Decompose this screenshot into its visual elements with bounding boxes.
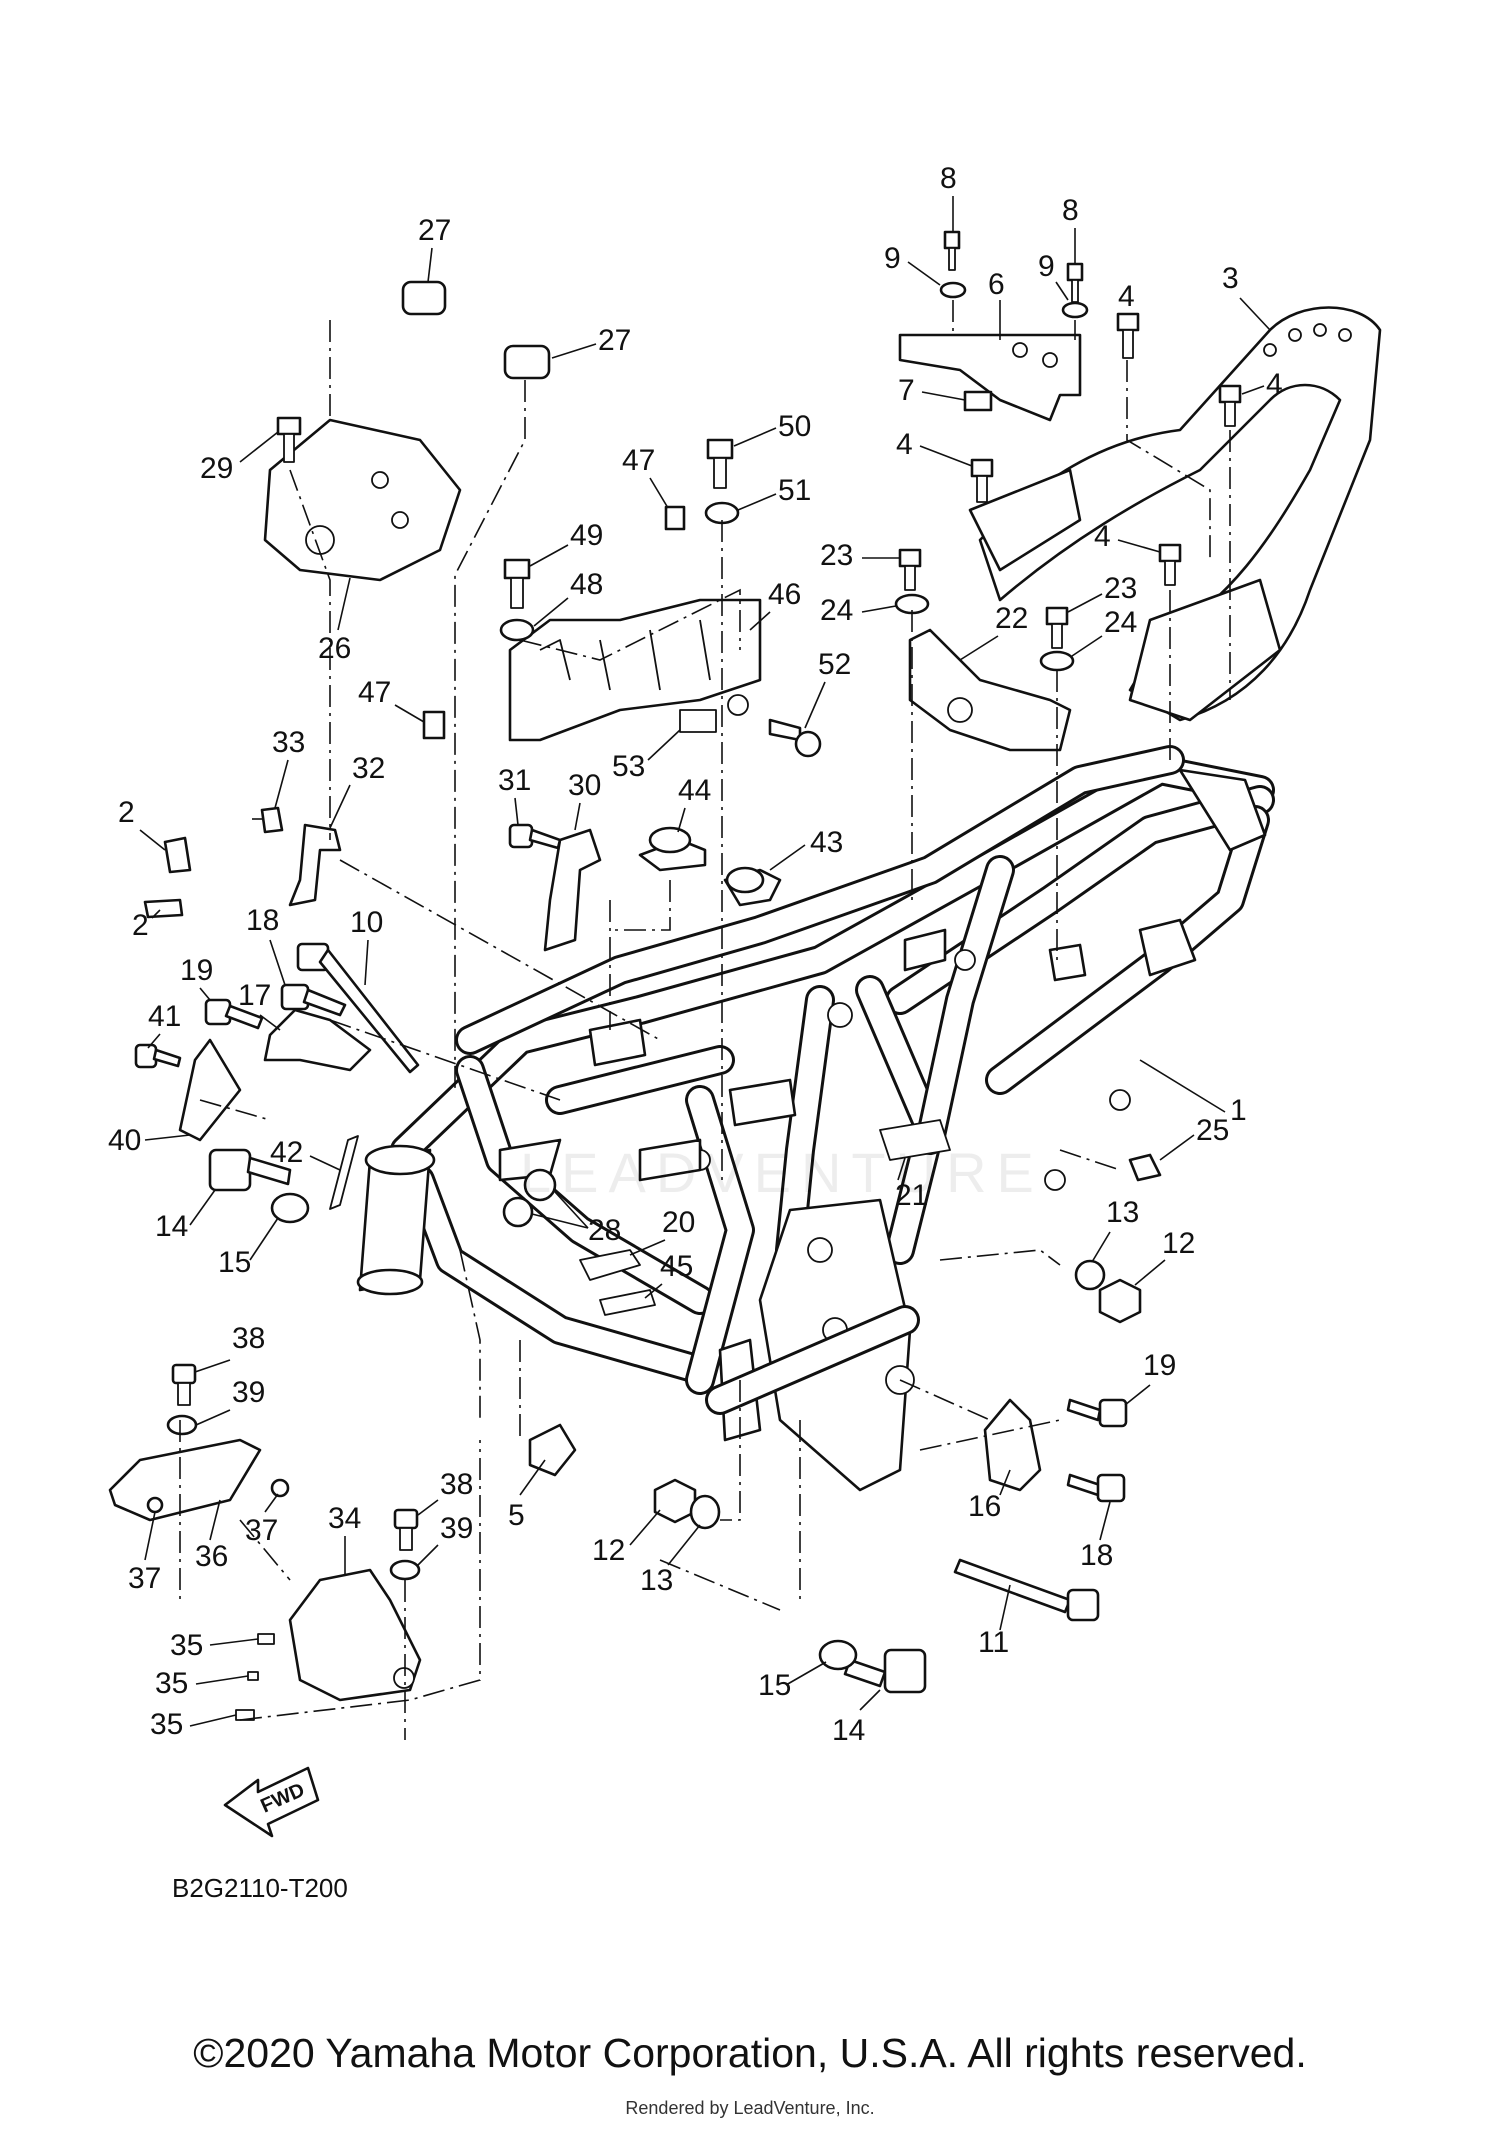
callout-12a: 12 bbox=[592, 1534, 625, 1567]
callout-33: 33 bbox=[272, 726, 305, 759]
callout-14b: 14 bbox=[832, 1714, 865, 1747]
callout-8a: 8 bbox=[940, 162, 957, 195]
callout-26: 26 bbox=[318, 632, 351, 665]
bracket-22[interactable] bbox=[908, 628, 1072, 752]
callout-18a: 18 bbox=[246, 904, 279, 937]
callout-17: 17 bbox=[238, 979, 271, 1012]
callout-15b: 15 bbox=[758, 1669, 791, 1702]
frame-main[interactable] bbox=[356, 745, 1275, 1492]
callout-51: 51 bbox=[778, 474, 811, 507]
callout-49: 49 bbox=[570, 519, 603, 552]
callout-43: 43 bbox=[810, 826, 843, 859]
callout-1: 1 bbox=[1230, 1094, 1247, 1127]
callout-22: 22 bbox=[995, 602, 1028, 635]
callout-48: 48 bbox=[570, 568, 603, 601]
assembly-lines bbox=[179, 300, 1231, 1740]
callout-2a: 2 bbox=[118, 796, 135, 829]
bolt-group[interactable] bbox=[276, 230, 1242, 758]
callout-28: 28 bbox=[588, 1214, 621, 1247]
callout-24a: 24 bbox=[820, 594, 853, 627]
callout-4a: 4 bbox=[1118, 280, 1135, 313]
callout-30: 30 bbox=[568, 769, 601, 802]
pad-7[interactable] bbox=[963, 390, 993, 412]
cap-27-upper[interactable] bbox=[401, 280, 447, 316]
callout-6: 6 bbox=[988, 268, 1005, 301]
grab-bar[interactable] bbox=[968, 306, 1382, 722]
callout-7: 7 bbox=[898, 374, 915, 407]
callout-40: 40 bbox=[108, 1124, 141, 1157]
callout-45: 45 bbox=[660, 1250, 693, 1283]
callout-3: 3 bbox=[1222, 262, 1239, 295]
callout-8b: 8 bbox=[1062, 194, 1079, 227]
callout-25: 25 bbox=[1196, 1114, 1229, 1147]
copyright-notice: ©2020 Yamaha Motor Corporation, U.S.A. A… bbox=[193, 2030, 1307, 2076]
callout-4c: 4 bbox=[896, 428, 913, 461]
callout-23b: 23 bbox=[1104, 572, 1137, 605]
callout-13b: 13 bbox=[1106, 1196, 1139, 1229]
callout-38b: 38 bbox=[440, 1468, 473, 1501]
callout-16: 16 bbox=[968, 1490, 1001, 1523]
callout-21: 21 bbox=[895, 1179, 928, 1212]
callout-27b: 27 bbox=[598, 324, 631, 357]
callout-37a: 37 bbox=[245, 1514, 278, 1547]
footer-watermark: Rendered by LeadVenture, Inc. bbox=[625, 2098, 875, 2118]
callout-41: 41 bbox=[148, 1000, 181, 1033]
battery-box-46[interactable] bbox=[508, 598, 762, 742]
callout-18b: 18 bbox=[1080, 1539, 1113, 1572]
callout-39a: 39 bbox=[232, 1376, 265, 1409]
callout-13a: 13 bbox=[640, 1564, 673, 1597]
callout-34: 34 bbox=[328, 1502, 361, 1535]
callout-42: 42 bbox=[270, 1136, 303, 1169]
cap-27-lower[interactable] bbox=[503, 344, 551, 380]
callout-20: 20 bbox=[662, 1206, 695, 1239]
callout-11: 11 bbox=[978, 1626, 1009, 1659]
callout-31: 31 bbox=[498, 764, 531, 797]
lower-parts[interactable] bbox=[108, 1259, 1142, 1721]
callout-27a: 27 bbox=[418, 214, 451, 247]
callout-44: 44 bbox=[678, 774, 711, 807]
callout-32: 32 bbox=[352, 752, 385, 785]
callout-4b: 4 bbox=[1266, 368, 1283, 401]
callout-36: 36 bbox=[195, 1540, 228, 1573]
callout-35b: 35 bbox=[155, 1667, 188, 1700]
callout-46: 46 bbox=[768, 578, 801, 611]
callout-14a: 14 bbox=[155, 1210, 188, 1243]
callout-9b: 9 bbox=[1038, 250, 1055, 283]
callout-19b: 19 bbox=[1143, 1349, 1176, 1382]
bracket-6[interactable] bbox=[898, 333, 1082, 422]
diagram-code: B2G2110-T200 bbox=[172, 1873, 348, 1903]
callout-19a: 19 bbox=[180, 954, 213, 987]
callout-35a: 35 bbox=[170, 1629, 203, 1662]
callout-29: 29 bbox=[200, 452, 233, 485]
callout-39b: 39 bbox=[440, 1512, 473, 1545]
callout-47b: 47 bbox=[358, 676, 391, 709]
callout-53: 53 bbox=[612, 750, 645, 783]
callout-labels: 1 2 2 3 4 4 4 4 5 6 7 8 8 9 9 10 11 12 bbox=[108, 162, 1283, 1747]
watermark: LEADVENTURE bbox=[520, 1141, 1044, 1204]
callout-23a: 23 bbox=[820, 539, 853, 572]
callout-10: 10 bbox=[350, 906, 383, 939]
callout-47a: 47 bbox=[622, 444, 655, 477]
callout-24b: 24 bbox=[1104, 606, 1137, 639]
callout-52: 52 bbox=[818, 648, 851, 681]
fwd-arrow-icon: FWD bbox=[223, 1766, 320, 1838]
callout-2b: 2 bbox=[132, 909, 149, 942]
callout-37b: 37 bbox=[128, 1562, 161, 1595]
callout-4d: 4 bbox=[1094, 520, 1111, 553]
callout-15a: 15 bbox=[218, 1246, 251, 1279]
callout-38a: 38 bbox=[232, 1322, 265, 1355]
callout-9a: 9 bbox=[884, 242, 901, 275]
callout-35c: 35 bbox=[150, 1708, 183, 1741]
callout-5: 5 bbox=[508, 1499, 525, 1532]
callout-12b: 12 bbox=[1162, 1227, 1195, 1260]
callout-50: 50 bbox=[778, 410, 811, 443]
